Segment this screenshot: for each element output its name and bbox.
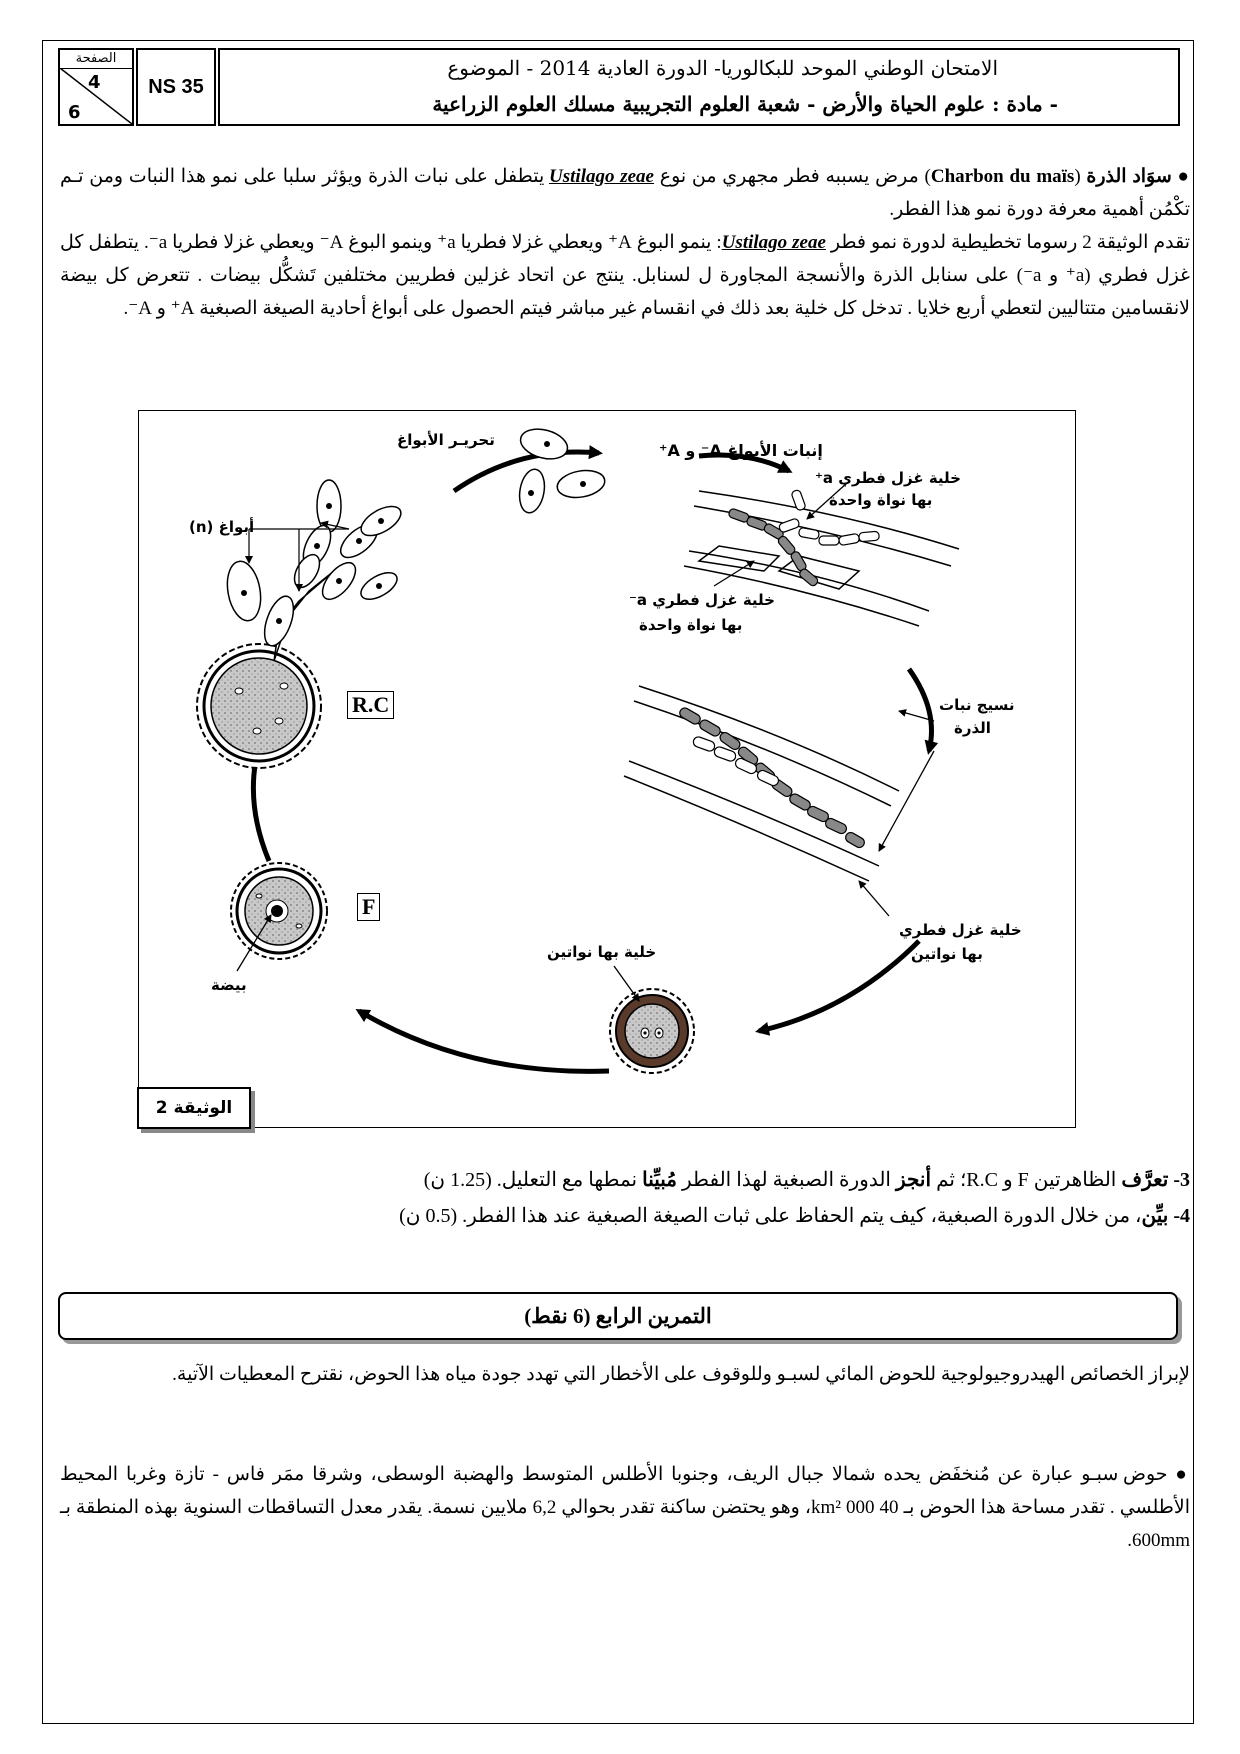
header-line-1: الامتحان الوطني الموحد للبكالوريا- الدور… xyxy=(447,56,998,80)
exercise-4-bullet-text: حوض سبـو عبارة عن مُنخفَض يحده شمالا جبا… xyxy=(60,1464,1191,1551)
label-egg: بيضة xyxy=(211,976,247,994)
two-nuclei-cell xyxy=(609,988,695,1074)
spore-chain xyxy=(226,479,402,662)
question-4: 4- بيِّن، من خلال الدورة الصبغية، كيف يت… xyxy=(60,1198,1190,1234)
q3-verb-2: أنجز xyxy=(895,1169,932,1191)
life-cycle-drawing xyxy=(196,428,960,1074)
arrow-release xyxy=(452,445,603,494)
intro-p2-a: تقدم الوثيقة 2 رسوما تخطيطية لدورة نمو ف… xyxy=(825,232,1190,253)
arrow-germination xyxy=(698,452,793,474)
q4-number: 4- xyxy=(1173,1205,1190,1227)
rc-structure xyxy=(196,643,322,769)
exercise-4-bullet: ● حوض سبـو عبارة عن مُنخفَض يحده شمالا ج… xyxy=(60,1458,1190,1557)
intro-paragraph-1: ● سوَاد الذرة (Charbon du maïs) مرض يسبب… xyxy=(60,166,1191,220)
label-two-nuclei-cell: خلية بها نواتين xyxy=(547,943,657,961)
arrow-to-egg xyxy=(355,1008,610,1074)
exam-code: NS 35 xyxy=(136,48,216,126)
q3-text-3: نمطها مع التعليل. (1.25 ن) xyxy=(423,1169,643,1191)
label-cell-a-minus-2: بها نواة واحدة xyxy=(639,616,743,634)
header-title-box: الامتحان الوطني الموحد للبكالوريا- الدور… xyxy=(218,48,1180,126)
latin-name: Ustilago zeae xyxy=(549,166,654,187)
question-3: 3- تعرَّف الظاهرتين F و R.C؛ ثم أنجز الد… xyxy=(60,1162,1190,1198)
hyphae-upper xyxy=(728,489,880,587)
q4-text: ، من خلال الدورة الصبغية، كيف يتم الحفاظ… xyxy=(399,1205,1142,1227)
label-spore-release: تحريـر الأبواغ xyxy=(397,431,495,449)
intro-paragraph-2: تقدم الوثيقة 2 رسوما تخطيطية لدورة نمو ف… xyxy=(60,226,1190,325)
latin-name-2: Ustilago zeae xyxy=(721,232,826,253)
page-header: الصفحة 4 6 NS 35 الامتحان الوطني الموحد … xyxy=(58,48,1180,126)
intro-text-1: مرض يسببه فطر مجهري من نوع xyxy=(653,166,925,187)
intro-text-2: يتطفل على نبات الذرة ويؤثر سلبا على نمو … xyxy=(60,166,1190,220)
page-number-box: الصفحة 4 6 xyxy=(58,48,134,126)
exercise-4-title: التمرين الرابع (6 نقط) xyxy=(58,1292,1178,1340)
label-plant-tissue-2: الذرة xyxy=(954,719,991,737)
plant-tissue-lower xyxy=(623,685,900,882)
label-cell-a-plus-1: خلية غزل فطري a⁺ xyxy=(815,469,961,487)
header-line-2: - مادة : علوم الحياة والأرض - شعبة العلو… xyxy=(432,92,1058,116)
page-box-diagonal xyxy=(60,68,132,124)
exercise-4-intro: لإبراز الخصائص الهيدروجيولوجية للحوض الم… xyxy=(172,1364,1190,1385)
q3-text-2: الدورة الصبغية لهذا الفطر xyxy=(677,1169,896,1191)
q3-text-1: الظاهرتين F و R.C؛ ثم xyxy=(931,1169,1122,1191)
label-spores-n: أبواغ (n) xyxy=(189,518,255,536)
q3-number: 3- xyxy=(1173,1169,1190,1191)
label-plant-tissue-1: نسيج نبات xyxy=(939,696,1015,714)
released-spores xyxy=(518,428,606,514)
label-spore-germination: إنبات الأبواغ A⁻ و A⁺ xyxy=(659,441,823,460)
hyphae-lower xyxy=(679,707,865,849)
page-number: 4 xyxy=(88,72,101,93)
label-f: F xyxy=(357,893,381,921)
page-label: الصفحة xyxy=(60,50,132,69)
label-rc: R.C xyxy=(347,691,395,719)
q4-verb: بيِّن xyxy=(1141,1205,1169,1227)
label-cell-a-plus-2: بها نواة واحدة xyxy=(829,491,933,509)
document-2-label: الوثيقة 2 xyxy=(137,1087,251,1129)
document-2-diagram: تحريـر الأبواغ إنبات الأبواغ A⁻ و A⁺ خلي… xyxy=(137,410,1076,1129)
disease-term: سوَاد الذرة xyxy=(1086,166,1172,187)
page-frame xyxy=(42,40,1194,1724)
intro-p2-b: : ينمو البوغ A⁺ ويعطي غزلا فطريا a⁺ وينم… xyxy=(60,232,1190,319)
bullet-icon: ● xyxy=(1177,166,1191,187)
arrow-tissue-down xyxy=(906,667,939,755)
q3-verb: تعرَّف xyxy=(1121,1169,1169,1191)
disease-french: Charbon du maïs xyxy=(930,166,1075,187)
q3-verb-3: مُبيِّنا xyxy=(642,1169,678,1191)
label-hypha-two-1: خلية غزل فطري xyxy=(899,921,1022,939)
bullet-icon: ● xyxy=(1175,1464,1191,1485)
label-hypha-two-2: بها نواتين xyxy=(911,945,983,963)
arrow-to-two-nuclei xyxy=(755,939,921,1036)
label-cell-a-minus-1: خلية غزل فطري a⁻ xyxy=(629,591,775,609)
f-egg-structure xyxy=(230,862,328,960)
spore-nuclei xyxy=(241,503,384,624)
page-total: 6 xyxy=(68,102,81,123)
